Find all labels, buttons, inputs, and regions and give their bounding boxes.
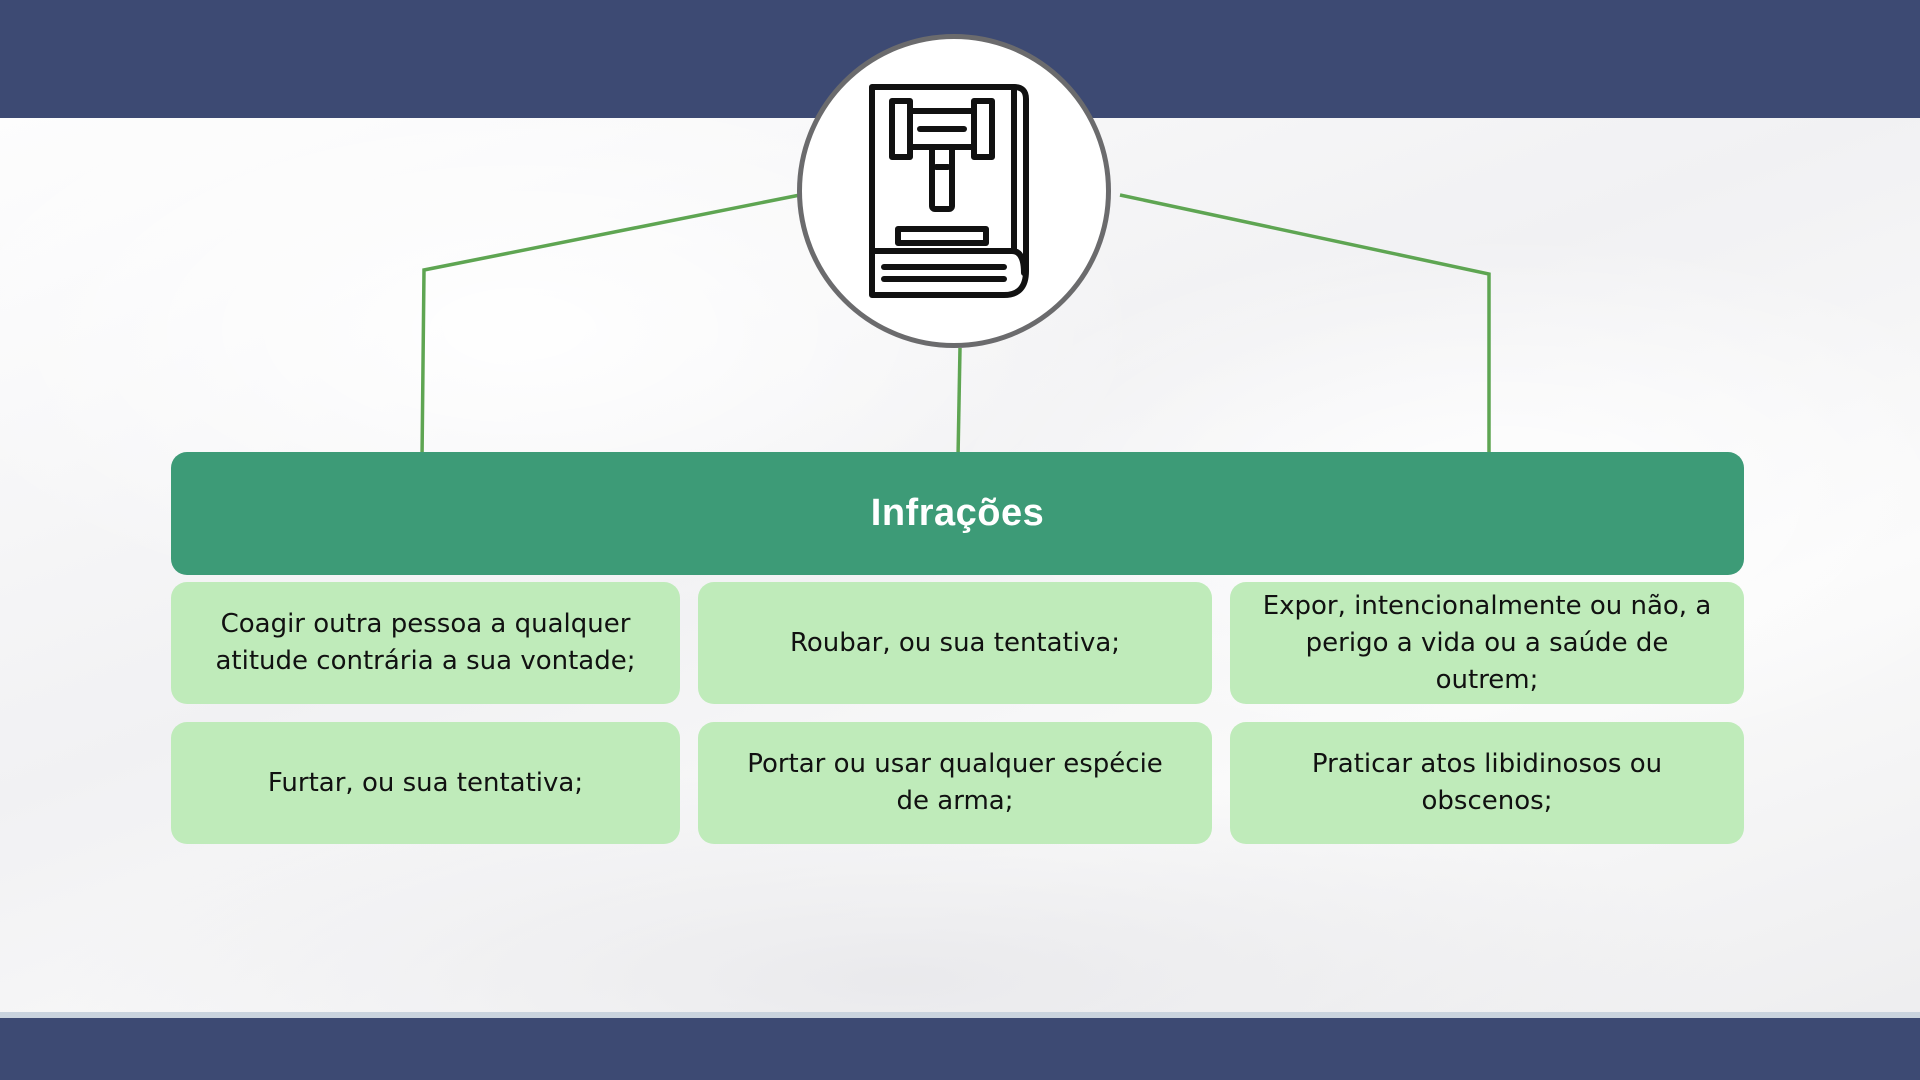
- law-book-gavel-icon: [869, 84, 1029, 298]
- infracoes-header: Infrações: [171, 452, 1744, 575]
- infraction-card-obscene-acts: Praticar atos libidinosos ou obscenos;: [1230, 722, 1744, 844]
- infraction-text: Portar ou usar qualquer espécie de arma;: [747, 749, 1163, 816]
- infraction-text: Coagir outra pessoa a qualquer atitude c…: [215, 609, 636, 676]
- header-title: Infrações: [870, 492, 1045, 534]
- infraction-card-endangerment: Expor, intencionalmente ou não, a perigo…: [1230, 582, 1744, 704]
- infraction-text: Praticar atos libidinosos ou obscenos;: [1311, 749, 1663, 816]
- infraction-text: Furtar, ou sua tentativa;: [267, 767, 584, 798]
- connector-center: [956, 347, 962, 459]
- bottom-divider: [0, 1012, 1920, 1018]
- infraction-card-weapon: Portar ou usar qualquer espécie de arma;: [698, 722, 1212, 844]
- infraction-card-robbery: Roubar, ou sua tentativa;: [698, 582, 1212, 704]
- infraction-card-coercion: Coagir outra pessoa a qualquer atitude c…: [171, 582, 680, 704]
- infraction-text: Expor, intencionalmente ou não, a perigo…: [1262, 590, 1712, 695]
- infraction-text: Roubar, ou sua tentativa;: [789, 627, 1121, 658]
- connector-left: [420, 193, 801, 461]
- infraction-card-theft: Furtar, ou sua tentativa;: [171, 722, 680, 844]
- icon-circle: [797, 34, 1111, 348]
- bottom-band: [0, 1018, 1920, 1080]
- connector-right: [1119, 193, 1491, 456]
